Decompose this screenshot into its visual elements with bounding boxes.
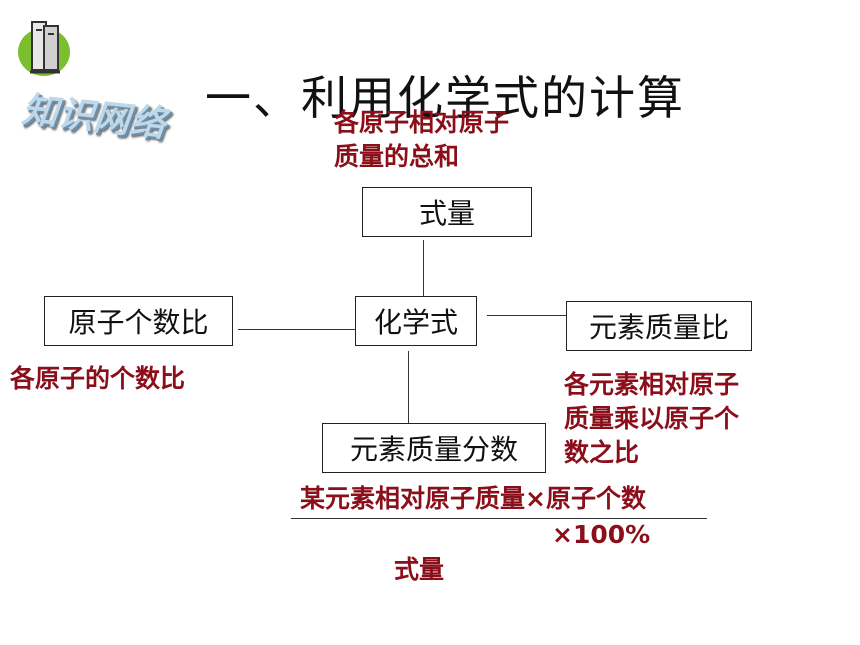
fraction-denominator: 式量 <box>394 555 445 584</box>
node-formula-weight: 式量 <box>362 187 532 237</box>
mass-ratio-note-line3: 数之比 <box>564 438 640 467</box>
fraction-multiplier: ×100% <box>552 520 651 549</box>
connector-formula-weight <box>423 240 424 298</box>
node-element-mass-ratio: 元素质量比 <box>566 301 752 351</box>
node-chemical-formula: 化学式 <box>355 296 477 346</box>
connector-mass-ratio <box>487 315 566 316</box>
fraction-numerator: 某元素相对原子质量×原子个数 <box>300 484 646 513</box>
mass-ratio-note-line1: 各元素相对原子 <box>564 370 740 399</box>
connector-mass-fraction <box>408 351 409 423</box>
formula-weight-note-line1: 各原子相对原子 <box>334 108 510 137</box>
formula-weight-note-line2: 质量的总和 <box>334 142 460 171</box>
connector-atom-ratio <box>238 329 356 330</box>
node-atom-ratio: 原子个数比 <box>44 296 233 346</box>
book-stack-icon <box>14 12 76 82</box>
knowledge-network-badge: 知识网络 <box>19 89 168 146</box>
atom-ratio-note: 各原子的个数比 <box>10 364 186 393</box>
page-title: 一、利用化学式的计算 <box>205 71 685 125</box>
fraction-bar <box>291 518 707 519</box>
node-element-mass-fraction: 元素质量分数 <box>322 423 546 473</box>
mass-ratio-note-line2: 质量乘以原子个 <box>564 404 740 433</box>
